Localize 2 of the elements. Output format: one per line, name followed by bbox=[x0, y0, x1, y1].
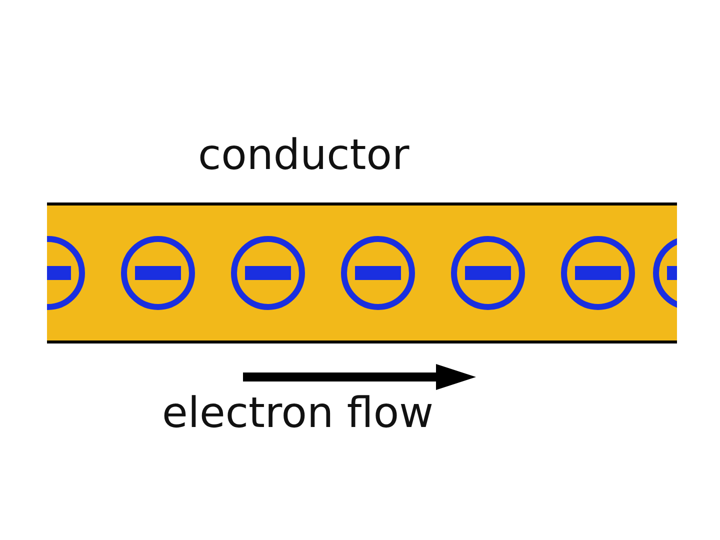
conductor-label: conductor bbox=[198, 134, 410, 176]
flow-label: electron flow bbox=[162, 392, 434, 434]
